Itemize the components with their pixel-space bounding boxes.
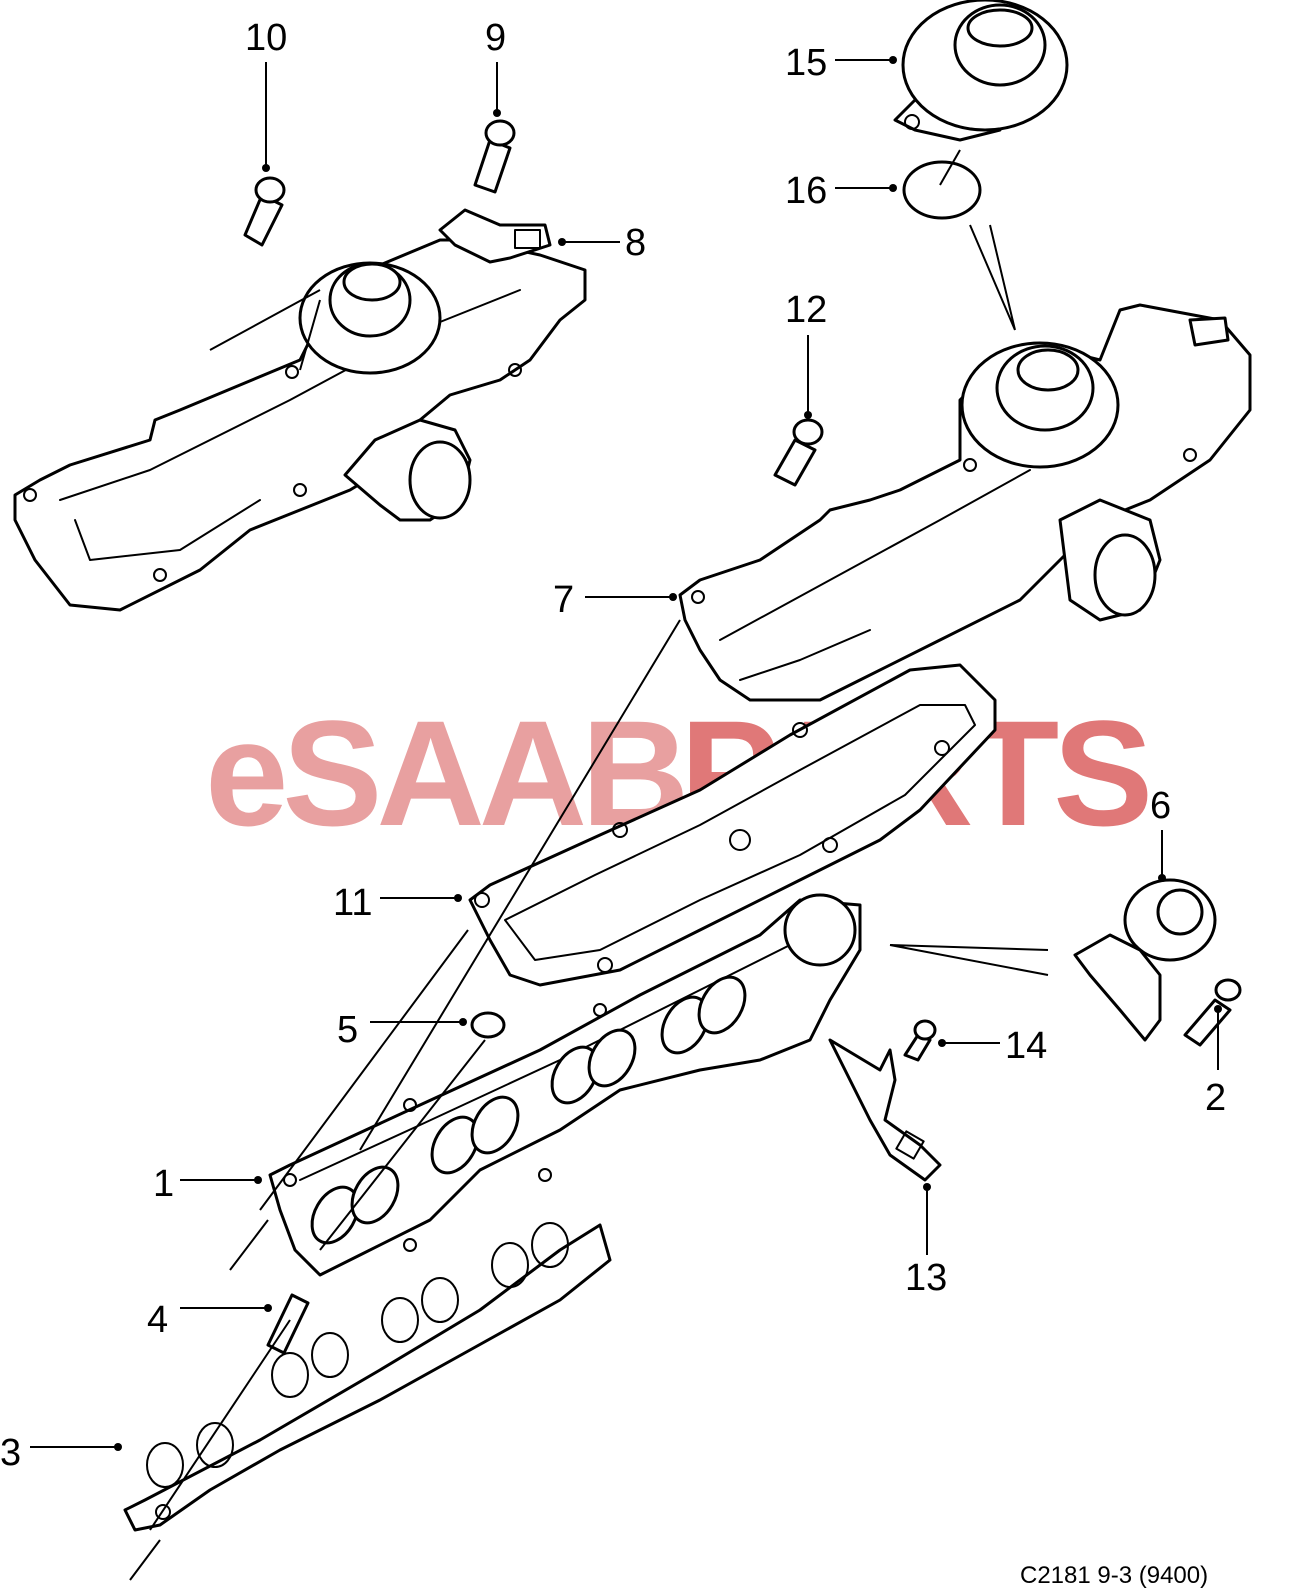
callout-16: 16 bbox=[785, 170, 897, 212]
bolt-14 bbox=[903, 1019, 937, 1062]
callout-5: 5 bbox=[337, 1009, 467, 1051]
callout-label-1: 1 bbox=[153, 1163, 174, 1205]
callout-label-9: 9 bbox=[485, 17, 506, 59]
callout-11: 11 bbox=[333, 882, 462, 924]
callout-2: 2 bbox=[1205, 1005, 1226, 1119]
bolt-2 bbox=[1183, 978, 1242, 1047]
gasket-11 bbox=[468, 663, 997, 987]
callout-6: 6 bbox=[1150, 785, 1171, 882]
thermostat-mount-leader bbox=[889, 944, 1049, 976]
reference-code: C2181 9-3 (9400) bbox=[1020, 1562, 1208, 1589]
intake-manifold-1 bbox=[268, 893, 862, 1277]
callout-1: 1 bbox=[153, 1163, 262, 1205]
callout-label-8: 8 bbox=[625, 222, 646, 264]
sensor-8 bbox=[438, 208, 552, 264]
callout-label-6: 6 bbox=[1150, 785, 1171, 827]
callout-7: 7 bbox=[553, 579, 677, 621]
o-ring-16 bbox=[902, 149, 982, 220]
callout-label-15: 15 bbox=[785, 42, 827, 84]
nut-5 bbox=[470, 1011, 506, 1039]
bolt-10 bbox=[243, 176, 286, 247]
callout-label-4: 4 bbox=[147, 1299, 168, 1341]
callout-label-10: 10 bbox=[245, 17, 287, 59]
watermark-prefix: eSAAB bbox=[205, 689, 683, 857]
callout-8: 8 bbox=[558, 222, 646, 264]
callout-label-13: 13 bbox=[905, 1257, 947, 1299]
callout-label-7: 7 bbox=[553, 579, 574, 621]
callout-label-5: 5 bbox=[337, 1009, 358, 1051]
callout-9: 9 bbox=[485, 17, 506, 117]
egr-mount-leader bbox=[969, 224, 1016, 331]
gasket-3 bbox=[123, 1222, 612, 1532]
egr-valve-15 bbox=[893, 0, 1069, 142]
callout-label-14: 14 bbox=[1005, 1025, 1047, 1067]
manifold-upper-assembly-view bbox=[13, 238, 587, 612]
callout-label-2: 2 bbox=[1205, 1077, 1226, 1119]
callout-label-3: 3 bbox=[0, 1432, 21, 1474]
thermostat-6 bbox=[1073, 878, 1217, 1042]
manifold-7 bbox=[678, 303, 1252, 702]
callout-3: 3 bbox=[0, 1432, 122, 1474]
bolt-12 bbox=[773, 418, 824, 487]
bracket-13 bbox=[828, 1038, 942, 1182]
callout-12: 12 bbox=[785, 289, 827, 419]
callout-label-12: 12 bbox=[785, 289, 827, 331]
callout-13: 13 bbox=[905, 1183, 947, 1299]
callout-label-11: 11 bbox=[333, 882, 372, 924]
callout-15: 15 bbox=[785, 42, 897, 84]
callout-10: 10 bbox=[245, 17, 287, 172]
bolt-9 bbox=[473, 119, 516, 194]
callout-label-16: 16 bbox=[785, 170, 827, 212]
callouts: 10 9 8 15 16 12 7 bbox=[0, 17, 1226, 1474]
manifold-guide-line-a bbox=[129, 619, 681, 1581]
callout-4: 4 bbox=[147, 1299, 272, 1341]
callout-14: 14 bbox=[938, 1025, 1047, 1067]
